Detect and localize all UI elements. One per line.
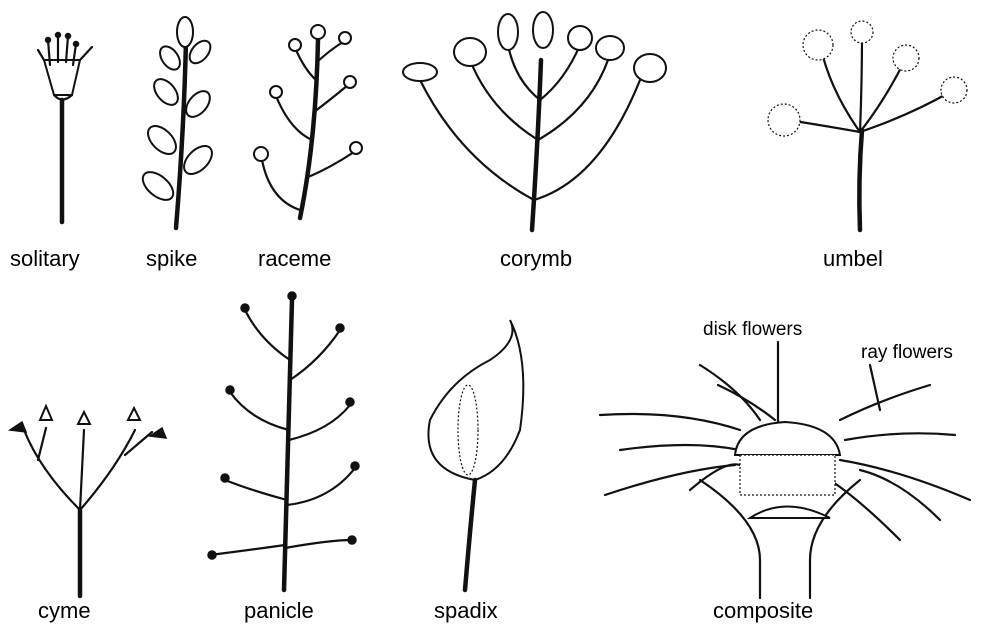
label-solitary: solitary xyxy=(10,246,80,271)
cyme-drawing xyxy=(10,406,166,596)
solitary-drawing xyxy=(38,33,92,223)
label-spadix: spadix xyxy=(434,598,498,623)
spadix-drawing xyxy=(428,320,523,590)
annotation-ray-flowers: ray flowers xyxy=(861,342,953,363)
corymb-drawing xyxy=(403,12,666,230)
label-raceme: raceme xyxy=(258,246,331,271)
composite-drawing xyxy=(600,342,970,598)
panicle-drawing xyxy=(208,292,359,590)
label-corymb: corymb xyxy=(500,246,572,271)
label-composite: composite xyxy=(713,598,813,623)
label-spike: spike xyxy=(146,246,197,271)
label-panicle: panicle xyxy=(244,598,314,623)
annotation-disk-flowers: disk flowers xyxy=(703,319,802,340)
label-umbel: umbel xyxy=(823,246,883,271)
label-cyme: cyme xyxy=(38,598,91,623)
raceme-drawing xyxy=(254,25,362,218)
spike-drawing xyxy=(138,17,217,228)
umbel-drawing xyxy=(768,21,967,230)
